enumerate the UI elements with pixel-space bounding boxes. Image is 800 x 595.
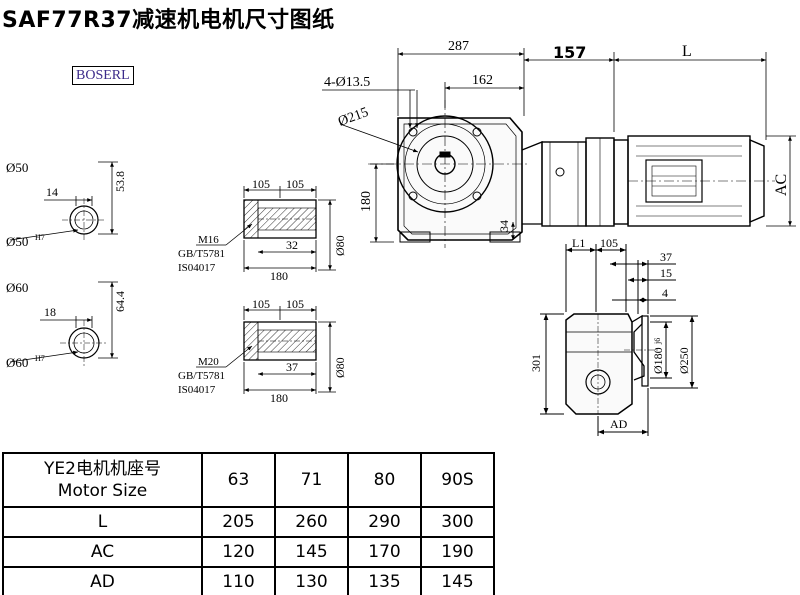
table-cell: 120 (201, 536, 276, 568)
header-chinese: YE2电机机座号 (44, 459, 161, 479)
shaft2-tolerance: H7 (35, 354, 45, 363)
shaft2-key-width: 18 (44, 305, 56, 319)
flange-301: 301 (529, 354, 543, 372)
shaft1-tolerance: H7 (35, 233, 45, 242)
table-row-AC: AC 120 145 170 190 (2, 536, 495, 568)
flange-180-tolerance: j6 (653, 338, 662, 345)
flange-37: 37 (660, 250, 672, 264)
s1-180: 180 (270, 269, 288, 283)
shaft2-key-depth: 64.4 (113, 291, 127, 312)
dim-215: Ø215 (336, 105, 370, 130)
technical-drawing: 287 162 4-Ø13.5 157 L Ø215 180 34 AC Ø50 (6, 39, 796, 436)
table-cell: 135 (347, 566, 422, 595)
main-view-labels: 287 162 4-Ø13.5 157 L Ø215 180 34 AC (324, 39, 790, 232)
table-cell: 110 (201, 566, 276, 595)
table-cell: 300 (420, 506, 495, 538)
row-label-L: L (2, 506, 203, 538)
table-row-L: L 205 260 290 300 (2, 506, 495, 538)
s2-105a: 105 (252, 297, 270, 311)
hollow-shaft-section-m16-labels: 105 105 M16 GB/T5781 IS04017 32 180 Ø80 (178, 177, 347, 283)
shaft1-bore: Ø50 (6, 234, 28, 249)
flange-side-view-labels: L1 105 37 15 4 301 Ø180 j6 Ø250 AD (529, 236, 691, 431)
shaft2-diameter: Ø60 (6, 280, 28, 295)
table-cell: 145 (274, 536, 349, 568)
shaft1-key-width: 14 (46, 185, 58, 199)
hollow-shaft-section-m20 (196, 306, 336, 394)
s2-180: 180 (270, 391, 288, 405)
header-english: Motor Size (57, 481, 148, 501)
dim-157: 157 (553, 43, 586, 62)
shaft1-diameter: Ø50 (6, 160, 28, 175)
table-row-AD: AD 110 130 135 145 (2, 566, 495, 595)
row-label-AC: AC (2, 536, 203, 568)
flange-L1: L1 (572, 236, 585, 250)
size-90s: 90S (420, 452, 495, 508)
flange-AD: AD (610, 417, 628, 431)
table-cell: 145 (420, 566, 495, 595)
s2-standard-iso: IS04017 (178, 384, 216, 396)
s2-thread: M20 (198, 356, 219, 368)
table-cell: 205 (201, 506, 276, 538)
row-label-AD: AD (2, 566, 203, 595)
page-title: SAF77R37减速机电机尺寸图纸 (2, 8, 335, 33)
s2-standard-gb: GB/T5781 (178, 370, 225, 382)
shaft-section-50 (9, 161, 118, 242)
s1-standard-gb: GB/T5781 (178, 248, 225, 260)
s1-105b: 105 (286, 177, 304, 191)
shaft2-bore: Ø60 (6, 355, 28, 370)
table-cell: 260 (274, 506, 349, 538)
dim-AC: AC (773, 174, 790, 196)
table-cell: 130 (274, 566, 349, 595)
s1-standard-iso: IS04017 (178, 262, 216, 274)
s2-37: 37 (286, 360, 298, 374)
table-cell: 170 (347, 536, 422, 568)
s1-thread: M16 (198, 234, 219, 246)
dim-180-height: 180 (359, 191, 374, 212)
main-gearbox-view (368, 100, 775, 248)
size-71: 71 (274, 452, 349, 508)
s2-80: Ø80 (333, 357, 347, 378)
dim-34: 34 (497, 220, 511, 232)
table-cell: 290 (347, 506, 422, 538)
hollow-shaft-section-m20-labels: 105 105 M20 GB/T5781 IS04017 37 180 Ø80 (178, 297, 347, 405)
s1-80: Ø80 (333, 235, 347, 256)
flange-15: 15 (660, 266, 672, 280)
shaft-section-60-labels: Ø60 18 64.4 Ø60 H7 (6, 280, 127, 370)
flange-180: Ø180 (651, 347, 665, 374)
dim-mount-holes: 4-Ø13.5 (324, 75, 370, 90)
s1-105a: 105 (252, 177, 270, 191)
size-63: 63 (201, 452, 276, 508)
table-header-row: YE2电机机座号 Motor Size 63 71 80 90S (2, 452, 495, 508)
flange-250: Ø250 (677, 347, 691, 374)
main-view-dimensions (322, 48, 796, 243)
dim-162: 162 (472, 73, 493, 88)
hollow-shaft-section-m16 (196, 186, 336, 272)
flange-105: 105 (600, 236, 618, 250)
shaft1-key-depth: 53.8 (113, 171, 127, 192)
shaft-section-50-labels: Ø50 14 53.8 Ø50 H7 (6, 160, 127, 249)
s2-105b: 105 (286, 297, 304, 311)
table-cell: 190 (420, 536, 495, 568)
flange-side-view (540, 244, 698, 436)
s1-32: 32 (286, 238, 298, 252)
shaft-section-60 (9, 281, 118, 366)
motor-size-table: YE2电机机座号 Motor Size 63 71 80 90S L 205 2… (2, 452, 495, 595)
size-80: 80 (347, 452, 422, 508)
table-header-label: YE2电机机座号 Motor Size (2, 452, 203, 508)
flange-4: 4 (662, 286, 668, 300)
dim-287: 287 (448, 39, 469, 54)
brand-logo: BOSERL (72, 66, 134, 85)
dim-L: L (682, 43, 692, 60)
